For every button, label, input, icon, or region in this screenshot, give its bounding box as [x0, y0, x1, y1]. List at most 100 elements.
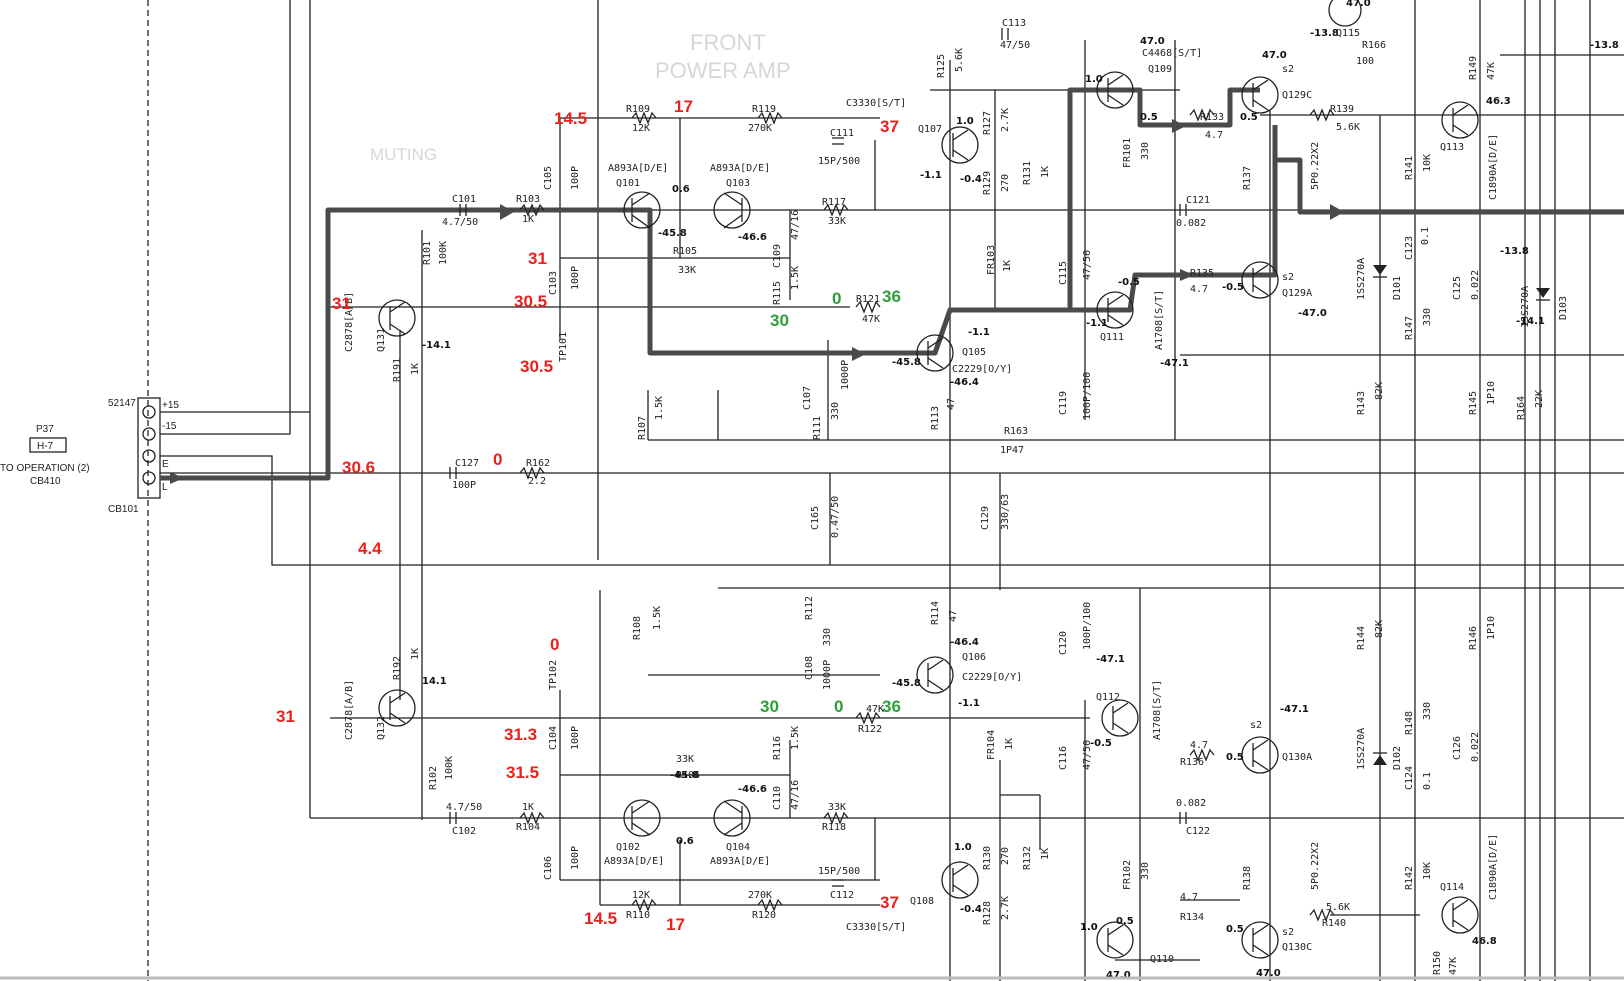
svg-text:-46.6: -46.6 — [738, 232, 767, 243]
svg-text:C126: C126 — [1452, 736, 1463, 760]
transistor-q129c — [1241, 76, 1279, 114]
transistor-q113 — [1441, 101, 1479, 139]
svg-text:0: 0 — [832, 289, 841, 308]
svg-text:330: 330 — [1140, 142, 1151, 160]
svg-text:47/16: 47/16 — [790, 210, 801, 240]
svg-text:15P/500: 15P/500 — [818, 156, 860, 167]
svg-text:-46.4: -46.4 — [950, 637, 979, 648]
svg-text:100P: 100P — [570, 166, 581, 190]
svg-text:A893A[D/E]: A893A[D/E] — [608, 163, 668, 174]
svg-text:FR103: FR103 — [986, 245, 997, 275]
svg-text:-1.1: -1.1 — [1086, 318, 1108, 329]
svg-text:R146: R146 — [1468, 626, 1479, 650]
svg-text:-0.5: -0.5 — [1118, 277, 1140, 288]
svg-text:270: 270 — [1000, 847, 1011, 865]
svg-text:R112: R112 — [804, 596, 815, 620]
svg-text:FR101: FR101 — [1122, 138, 1133, 168]
transistor-q101 — [623, 191, 661, 229]
svg-text:1.5K: 1.5K — [790, 266, 801, 290]
svg-text:330: 330 — [1422, 702, 1433, 720]
svg-text:Q129C: Q129C — [1282, 90, 1312, 101]
svg-text:1.5K: 1.5K — [652, 606, 663, 630]
svg-text:C119: C119 — [1058, 391, 1069, 415]
svg-text:R127: R127 — [982, 111, 993, 135]
svg-text:1.0: 1.0 — [956, 116, 974, 127]
svg-text:+15: +15 — [162, 400, 179, 411]
transistor-q110 — [1096, 921, 1134, 959]
svg-text:47/50: 47/50 — [1082, 740, 1093, 770]
svg-text:C109: C109 — [772, 244, 783, 268]
svg-text:47.0: 47.0 — [1262, 50, 1287, 61]
svg-text:Q112: Q112 — [1096, 692, 1120, 703]
svg-text:-46.4: -46.4 — [950, 377, 979, 388]
svg-text:R130: R130 — [982, 846, 993, 870]
svg-text:C102: C102 — [452, 826, 476, 837]
svg-text:R136: R136 — [1180, 757, 1204, 768]
svg-text:C113: C113 — [1002, 18, 1026, 29]
svg-text:0.022: 0.022 — [1470, 270, 1481, 300]
svg-text:R111: R111 — [812, 416, 823, 440]
svg-text:R115: R115 — [772, 281, 783, 305]
svg-text:30: 30 — [770, 311, 789, 330]
svg-text:14.5: 14.5 — [584, 909, 617, 928]
svg-text:Q101: Q101 — [616, 178, 640, 189]
svg-text:-14.1: -14.1 — [422, 340, 451, 351]
svg-text:R149: R149 — [1468, 56, 1479, 80]
svg-text:C107: C107 — [802, 386, 813, 410]
svg-text:1.0: 1.0 — [954, 842, 972, 853]
svg-text:1.0: 1.0 — [1085, 74, 1103, 85]
svg-text:2.2: 2.2 — [528, 476, 546, 487]
svg-text:R162: R162 — [526, 458, 550, 469]
svg-text:R131: R131 — [1022, 161, 1033, 185]
svg-text:-45.8: -45.8 — [892, 678, 921, 689]
svg-text:0.5: 0.5 — [1226, 924, 1244, 935]
svg-text:1SS270A: 1SS270A — [1356, 258, 1367, 300]
svg-text:Q106: Q106 — [962, 652, 986, 663]
svg-text:17: 17 — [674, 97, 693, 116]
svg-text:33K: 33K — [828, 802, 846, 813]
svg-text:47/16: 47/16 — [790, 780, 801, 810]
annotations: 14.5 17 37 31 31 30.5 30.5 0 36 30 30.6 … — [276, 97, 901, 934]
svg-text:47.0: 47.0 — [1346, 0, 1371, 9]
svg-text:C110: C110 — [772, 786, 783, 810]
transistor-q108 — [941, 861, 979, 899]
svg-text:47K: 47K — [1448, 957, 1459, 975]
svg-text:1000P: 1000P — [840, 360, 851, 390]
component-labels: R109 12K R119 270K C3330[S/T] C111 15P/5… — [344, 18, 1569, 975]
transistor-q106 — [916, 656, 954, 694]
svg-text:C115: C115 — [1058, 261, 1069, 285]
svg-text:C121: C121 — [1186, 195, 1210, 206]
svg-text:22K: 22K — [1534, 390, 1545, 408]
transistor-q115 — [1328, 0, 1362, 27]
svg-text:R101: R101 — [422, 241, 433, 265]
svg-text:0.6: 0.6 — [672, 184, 690, 195]
svg-text:Q113: Q113 — [1440, 142, 1464, 153]
svg-text:R114: R114 — [930, 601, 941, 625]
svg-text:0: 0 — [493, 450, 502, 469]
diode-d102 — [1373, 752, 1387, 765]
svg-text:14.1: 14.1 — [422, 676, 447, 687]
svg-text:270K: 270K — [748, 890, 772, 901]
svg-text:17: 17 — [666, 915, 685, 934]
svg-text:4.7/50: 4.7/50 — [442, 217, 478, 228]
svg-text:1P10: 1P10 — [1486, 616, 1497, 640]
svg-text:30: 30 — [760, 697, 779, 716]
diode-d101 — [1373, 265, 1387, 278]
svg-text:s2: s2 — [1282, 64, 1294, 75]
svg-text:Q107: Q107 — [918, 124, 942, 135]
svg-text:4.4: 4.4 — [358, 539, 382, 558]
svg-text:R109: R109 — [626, 104, 650, 115]
svg-text:R132: R132 — [1022, 846, 1033, 870]
svg-text:R120: R120 — [752, 910, 776, 921]
svg-text:330: 330 — [1422, 308, 1433, 326]
svg-text:C122: C122 — [1186, 826, 1210, 837]
svg-text:C108: C108 — [804, 656, 815, 680]
svg-text:CB410: CB410 — [30, 476, 61, 487]
svg-text:C125: C125 — [1452, 276, 1463, 300]
svg-text:-46.6: -46.6 — [738, 784, 767, 795]
transistor-q103 — [713, 191, 751, 229]
svg-text:33K: 33K — [828, 216, 846, 227]
transistor-q107 — [941, 126, 979, 164]
svg-text:R104: R104 — [516, 822, 540, 833]
svg-text:100K: 100K — [438, 241, 449, 265]
